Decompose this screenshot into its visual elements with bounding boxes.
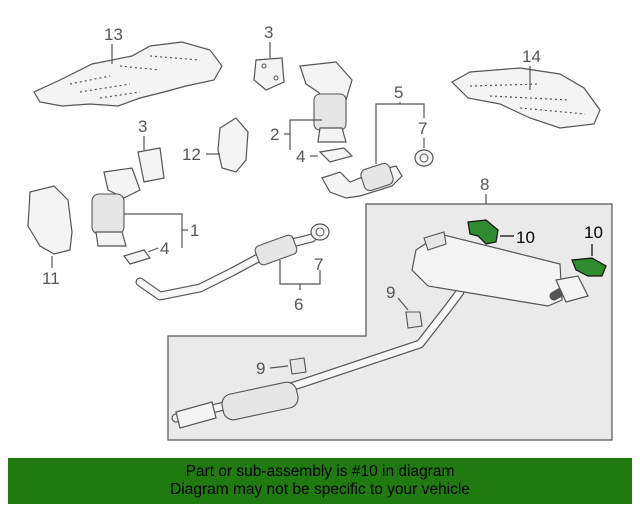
part-13-heat-shield — [33, 41, 223, 107]
leader-2 — [284, 119, 322, 150]
part-10-hanger-left — [467, 219, 499, 245]
part-8-rear-pipe — [171, 287, 465, 429]
part-7-flange-lower — [310, 223, 330, 241]
leader-9-lower — [269, 365, 289, 369]
callout-13: 13 — [104, 25, 123, 44]
callout-14: 14 — [522, 47, 541, 66]
callout-7-upper: 7 — [418, 119, 427, 138]
callout-12: 12 — [182, 145, 201, 164]
callout-9-upper: 9 — [386, 283, 395, 302]
part-14-heat-shield — [451, 67, 601, 129]
leader-1 — [124, 213, 188, 248]
part-12-heat-shield — [217, 117, 249, 173]
callout-9-lower: 9 — [256, 359, 265, 378]
callout-4-lower: 4 — [160, 239, 169, 258]
callout-10-left: 10 — [516, 228, 535, 247]
part-4-gasket-lower — [123, 249, 151, 265]
part-3-bracket-top — [253, 57, 285, 91]
exhaust-parts-diagram: 13 14 3 2 4 5 7 3 12 — [27, 23, 613, 441]
leader-9-upper — [397, 297, 409, 311]
part-1-catalytic-converter — [91, 167, 141, 247]
banner-line-1: Part or sub-assembly is #10 in diagram — [185, 463, 455, 480]
part-10-hanger-right — [571, 257, 607, 277]
info-banner: Part or sub-assembly is #10 in diagram D… — [8, 458, 632, 504]
callout-8: 8 — [480, 175, 489, 194]
callout-11: 11 — [42, 269, 60, 288]
part-3-bracket-mid — [137, 147, 165, 183]
part-2-catalytic-converter — [299, 61, 353, 143]
callout-3-top: 3 — [264, 23, 273, 42]
banner-line-2: Diagram may not be specific to your vehi… — [170, 481, 470, 498]
callout-6: 6 — [294, 295, 303, 314]
callout-3-mid: 3 — [138, 117, 147, 136]
leader-5 — [375, 102, 425, 164]
callout-10-right: 10 — [584, 223, 603, 242]
part-4-gasket-upper — [318, 147, 354, 163]
part-8-muffler — [411, 231, 589, 307]
callout-2: 2 — [270, 125, 279, 144]
callout-5: 5 — [394, 83, 403, 102]
callout-1: 1 — [190, 221, 199, 240]
leader-6 — [279, 260, 321, 290]
part-6-intermediate-pipe — [135, 233, 317, 301]
part-11-heat-shield — [27, 185, 73, 255]
part-7-flange-upper — [414, 149, 434, 167]
part-9-hanger-lower — [289, 357, 307, 375]
part-9-hanger-upper — [405, 311, 423, 329]
callout-7-lower: 7 — [314, 255, 323, 274]
leader-4-lower — [147, 247, 159, 253]
callout-4-upper: 4 — [296, 147, 305, 166]
part-5-front-pipe — [321, 162, 403, 199]
